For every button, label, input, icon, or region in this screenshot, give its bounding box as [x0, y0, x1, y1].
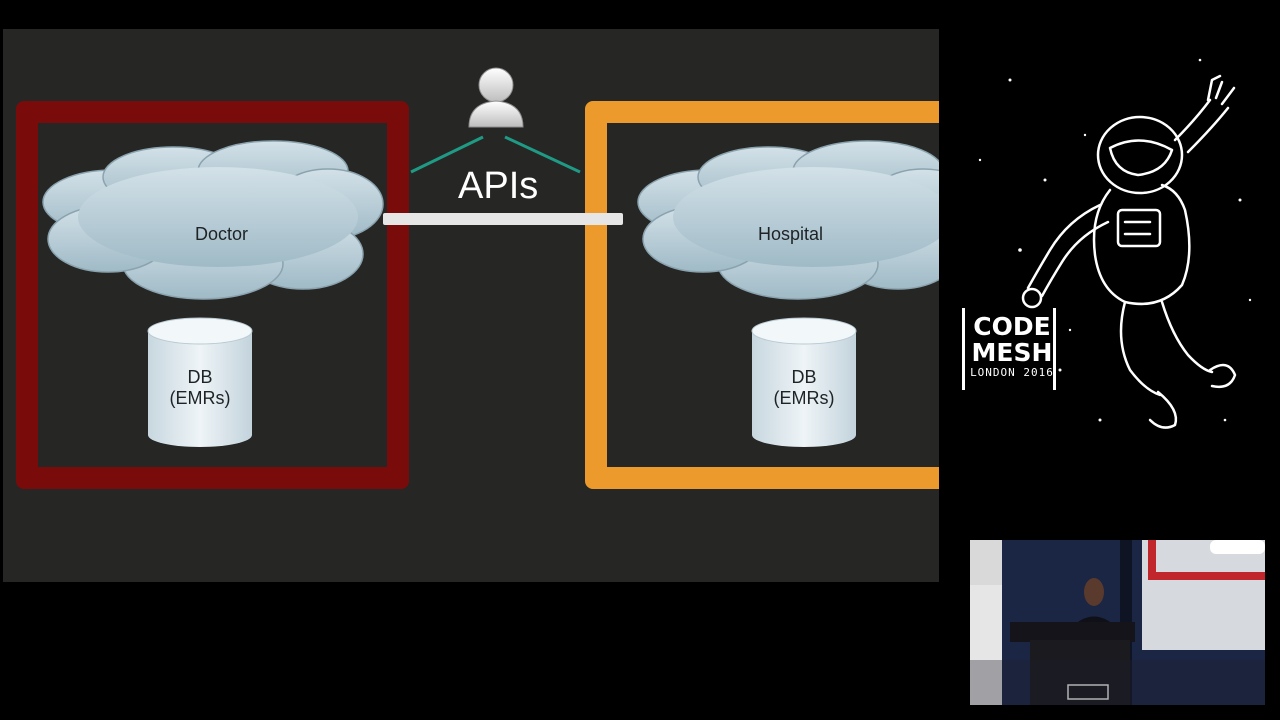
- apis-label: APIs: [458, 165, 539, 207]
- speaker-video-icon: [970, 540, 1265, 705]
- hospital-database-icon: [751, 317, 857, 447]
- doctor-db-label-line1: DB: [187, 367, 213, 387]
- astronaut-icon: [978, 58, 1252, 429]
- doctor-database-icon: [147, 317, 253, 447]
- logo-line-mesh: MESH: [971, 338, 1053, 367]
- hospital-db-label-line1: DB: [791, 367, 817, 387]
- slide: APIs Doctor Hospital DB (EMRs) DB (EMRs): [3, 29, 939, 582]
- doctor-db-label-line2: (EMRs): [169, 388, 231, 408]
- logo-line-location: LONDON 2016: [970, 366, 1054, 379]
- speaker-video: [970, 540, 1265, 705]
- left-link-line: [410, 135, 484, 174]
- diagram-graphics: [42, 67, 939, 447]
- hospital-cloud-label: Hospital: [758, 224, 824, 244]
- hospital-db-label-line2: (EMRs): [773, 388, 835, 408]
- api-connector-bar: [383, 213, 623, 225]
- doctor-cloud-icon: [42, 140, 384, 300]
- hospital-frame: [585, 101, 939, 489]
- codemesh-logo: CODE MESH LONDON 2016: [962, 308, 1056, 390]
- doctor-cloud-label: Doctor: [195, 224, 249, 244]
- doctor-frame: [16, 101, 409, 489]
- hospital-db-label: DB (EMRs): [749, 367, 859, 409]
- logo-line-code: CODE: [973, 312, 1051, 341]
- right-link-line: [504, 135, 581, 174]
- hospital-cloud-icon: [637, 140, 939, 300]
- user-icon: [468, 67, 524, 128]
- doctor-db-label: DB (EMRs): [145, 367, 255, 409]
